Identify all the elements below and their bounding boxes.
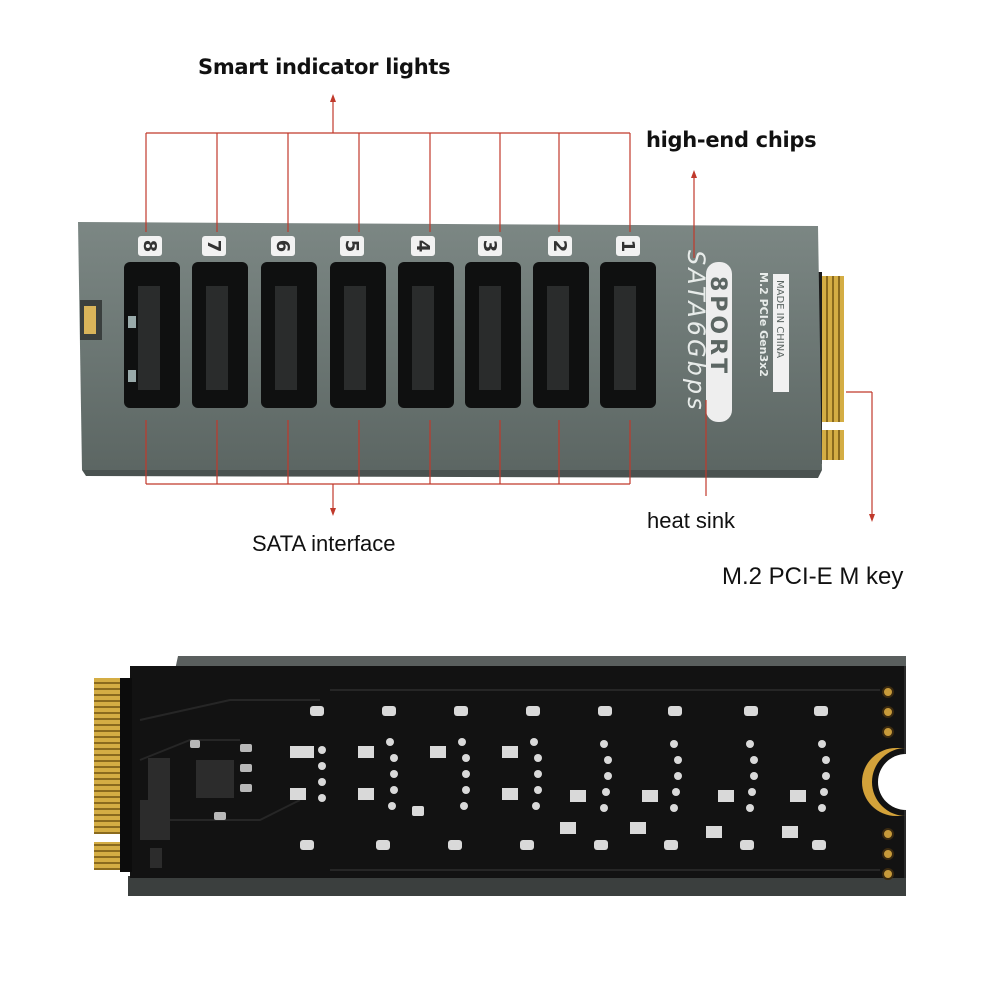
annotation-lines bbox=[145, 100, 873, 516]
port-number-7: 7 bbox=[203, 240, 224, 253]
port-number-1: 1 bbox=[617, 240, 638, 253]
heatsink-print: SATA6Gbps 8PORT M.2 PCIe Gen3x2 MADE IN … bbox=[682, 250, 789, 422]
print-interface: M.2 PCIe Gen3x2 bbox=[757, 272, 770, 377]
sata-port-8 bbox=[124, 262, 180, 408]
sata-port-4 bbox=[398, 262, 454, 408]
port-number-4: 4 bbox=[412, 240, 433, 253]
pcb-channel-components bbox=[290, 706, 830, 850]
sata-port-1 bbox=[600, 262, 656, 408]
label-heat-sink: heat sink bbox=[647, 508, 736, 533]
port-number-5: 5 bbox=[341, 240, 362, 253]
pcb-back-side bbox=[94, 656, 906, 896]
port-number-3: 3 bbox=[479, 240, 500, 253]
label-sata-interface: SATA interface bbox=[252, 531, 396, 556]
sata-ports bbox=[124, 262, 656, 408]
port-number-badges: 8 7 6 5 4 3 2 1 bbox=[138, 236, 640, 256]
port-number-2: 2 bbox=[549, 240, 570, 253]
print-ports: 8PORT bbox=[705, 276, 730, 377]
sata-port-5 bbox=[330, 262, 386, 408]
print-speed: SATA6Gbps bbox=[682, 250, 710, 413]
sata-port-6 bbox=[261, 262, 317, 408]
label-high-end-chips: high-end chips bbox=[646, 128, 817, 152]
annotation-arrowheads bbox=[330, 94, 875, 522]
port-number-8: 8 bbox=[139, 240, 160, 253]
sata-port-2 bbox=[533, 262, 589, 408]
sata-port-7 bbox=[192, 262, 248, 408]
sata-port-3 bbox=[465, 262, 521, 408]
label-smart-indicator-lights-text: Smart indicator lights bbox=[198, 55, 451, 79]
print-origin: MADE IN CHINA bbox=[774, 280, 785, 358]
label-m2-key: M.2 PCI-E M key bbox=[722, 563, 904, 590]
port-number-6: 6 bbox=[272, 240, 293, 253]
